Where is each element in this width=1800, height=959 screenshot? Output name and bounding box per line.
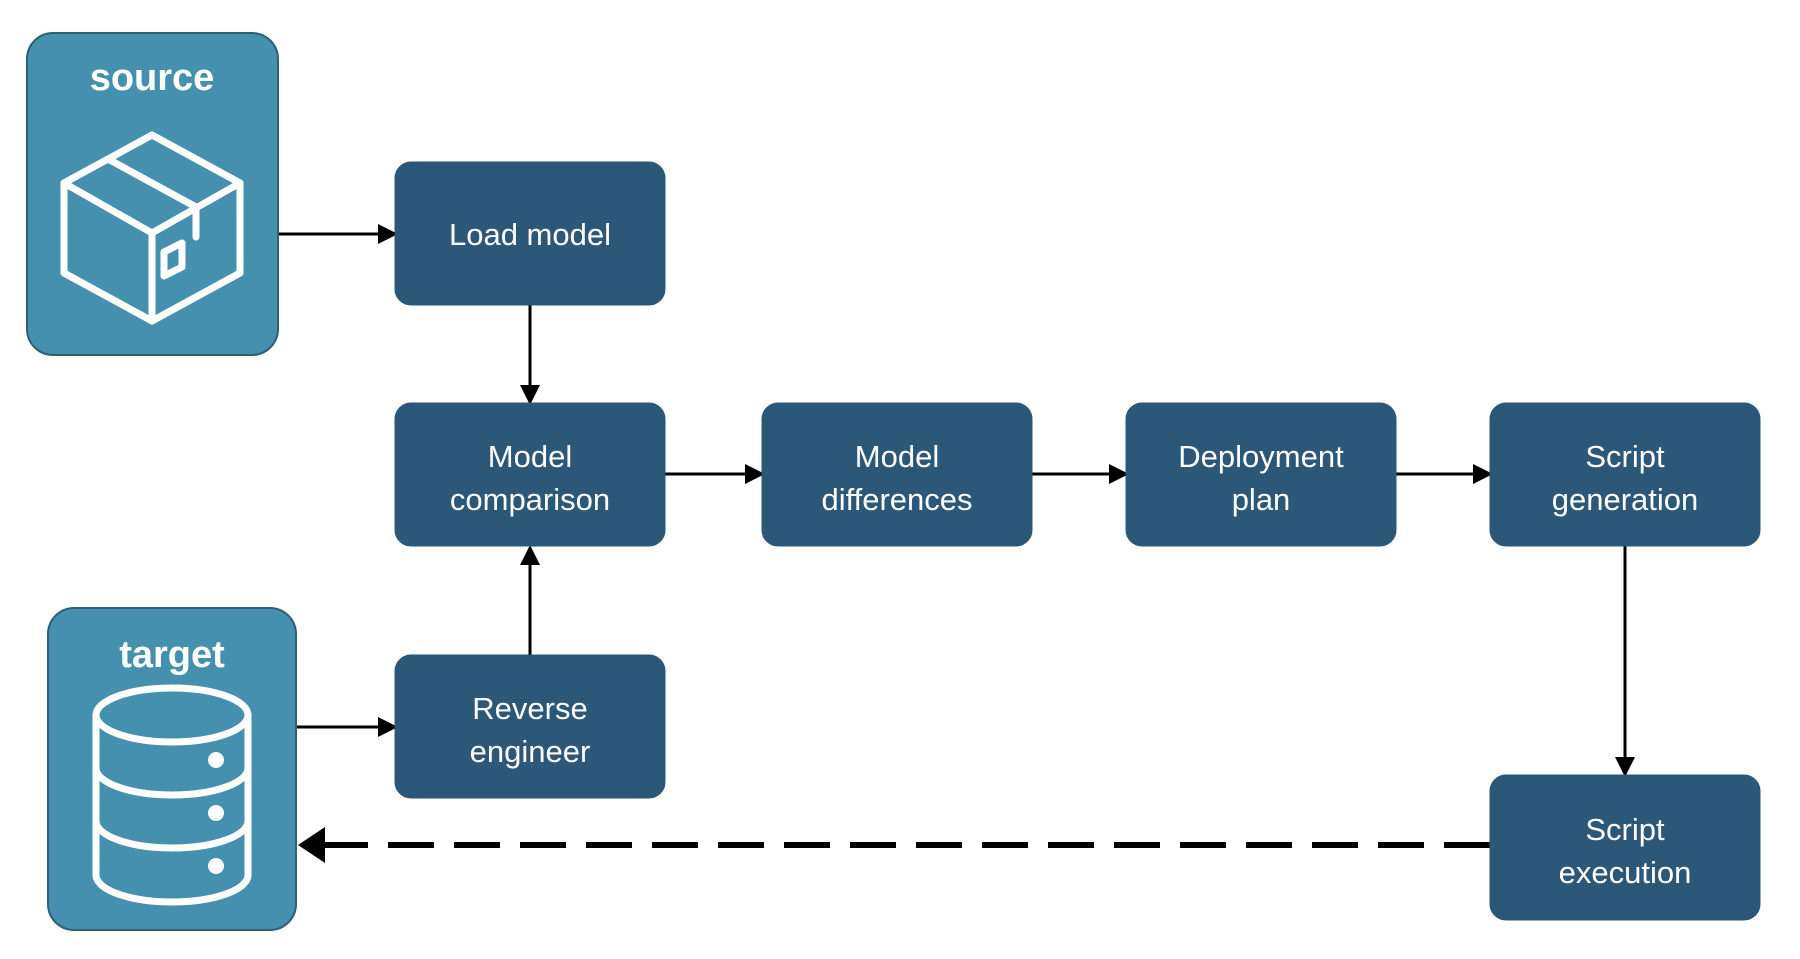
node-model-comparison[interactable]: Model comparison bbox=[394, 402, 666, 547]
connector-script-generation-to-script-execution bbox=[1615, 546, 1635, 777]
model-comparison-label-line1: Model bbox=[488, 439, 572, 474]
model-differences-label-line1: Model bbox=[855, 439, 939, 474]
db-indicator-dot bbox=[208, 752, 224, 768]
arrow-head-icon bbox=[378, 224, 398, 244]
node-load-model[interactable]: Load model bbox=[394, 161, 666, 306]
target-node-shape[interactable] bbox=[47, 607, 297, 931]
connector-deployment-plan-to-script-generation bbox=[1396, 464, 1493, 484]
database-cylinder-icon bbox=[92, 684, 252, 906]
arrow-head-icon bbox=[745, 464, 765, 484]
package-box-icon bbox=[60, 131, 244, 325]
connector-layer bbox=[278, 224, 1635, 863]
arrow-head-icon bbox=[1473, 464, 1493, 484]
script-execution-label-line2: execution bbox=[1559, 855, 1692, 890]
model-comparison-label-line2: comparison bbox=[450, 482, 610, 517]
deployment-plan-shape[interactable] bbox=[1125, 402, 1397, 547]
arrow-head-icon bbox=[378, 717, 398, 737]
reverse-engineer-label-line2: engineer bbox=[470, 734, 591, 769]
arrow-head-icon bbox=[298, 827, 325, 863]
target-node-label: target bbox=[119, 634, 225, 676]
arrow-head-icon bbox=[520, 545, 540, 565]
connector-model-differences-to-deployment-plan bbox=[1032, 464, 1129, 484]
model-differences-label-line2: differences bbox=[821, 482, 972, 517]
arrow-head-icon bbox=[520, 385, 540, 405]
arrow-head-icon bbox=[1615, 757, 1635, 777]
reverse-engineer-label-line1: Reverse bbox=[472, 691, 587, 726]
node-source[interactable]: source bbox=[26, 32, 279, 356]
connector-model-comparison-to-model-differences bbox=[665, 464, 765, 484]
deployment-plan-label-line1: Deployment bbox=[1178, 439, 1344, 474]
arrow-head-icon bbox=[1109, 464, 1129, 484]
script-execution-label-line1: Script bbox=[1585, 812, 1665, 847]
node-reverse-engineer[interactable]: Reverse engineer bbox=[394, 654, 666, 799]
load-model-label: Load model bbox=[449, 217, 611, 252]
node-script-generation[interactable]: Script generation bbox=[1489, 402, 1761, 547]
connector-target-to-reverse-engineer bbox=[296, 717, 398, 737]
connector-load-model-to-model-comparison bbox=[520, 305, 540, 405]
script-execution-shape[interactable] bbox=[1489, 774, 1761, 921]
script-generation-label-line1: Script bbox=[1585, 439, 1665, 474]
node-script-execution[interactable]: Script execution bbox=[1489, 774, 1761, 921]
node-target[interactable]: target bbox=[47, 607, 297, 931]
db-indicator-dot bbox=[208, 858, 224, 874]
reverse-engineer-shape[interactable] bbox=[394, 654, 666, 799]
script-generation-shape[interactable] bbox=[1489, 402, 1761, 547]
source-node-shape[interactable] bbox=[26, 32, 279, 356]
node-deployment-plan[interactable]: Deployment plan bbox=[1125, 402, 1397, 547]
db-indicator-dot bbox=[208, 805, 224, 821]
node-model-differences[interactable]: Model differences bbox=[761, 402, 1033, 547]
model-differences-shape[interactable] bbox=[761, 402, 1033, 547]
connector-script-execution-to-target bbox=[298, 827, 1490, 863]
deployment-plan-label-line2: plan bbox=[1232, 482, 1291, 517]
model-comparison-shape[interactable] bbox=[394, 402, 666, 547]
connector-source-to-load-model bbox=[278, 224, 398, 244]
load-model-shape[interactable] bbox=[394, 161, 666, 306]
script-generation-label-line2: generation bbox=[1552, 482, 1699, 517]
connector-reverse-engineer-to-model-comparison bbox=[520, 545, 540, 655]
source-node-label: source bbox=[90, 57, 215, 99]
